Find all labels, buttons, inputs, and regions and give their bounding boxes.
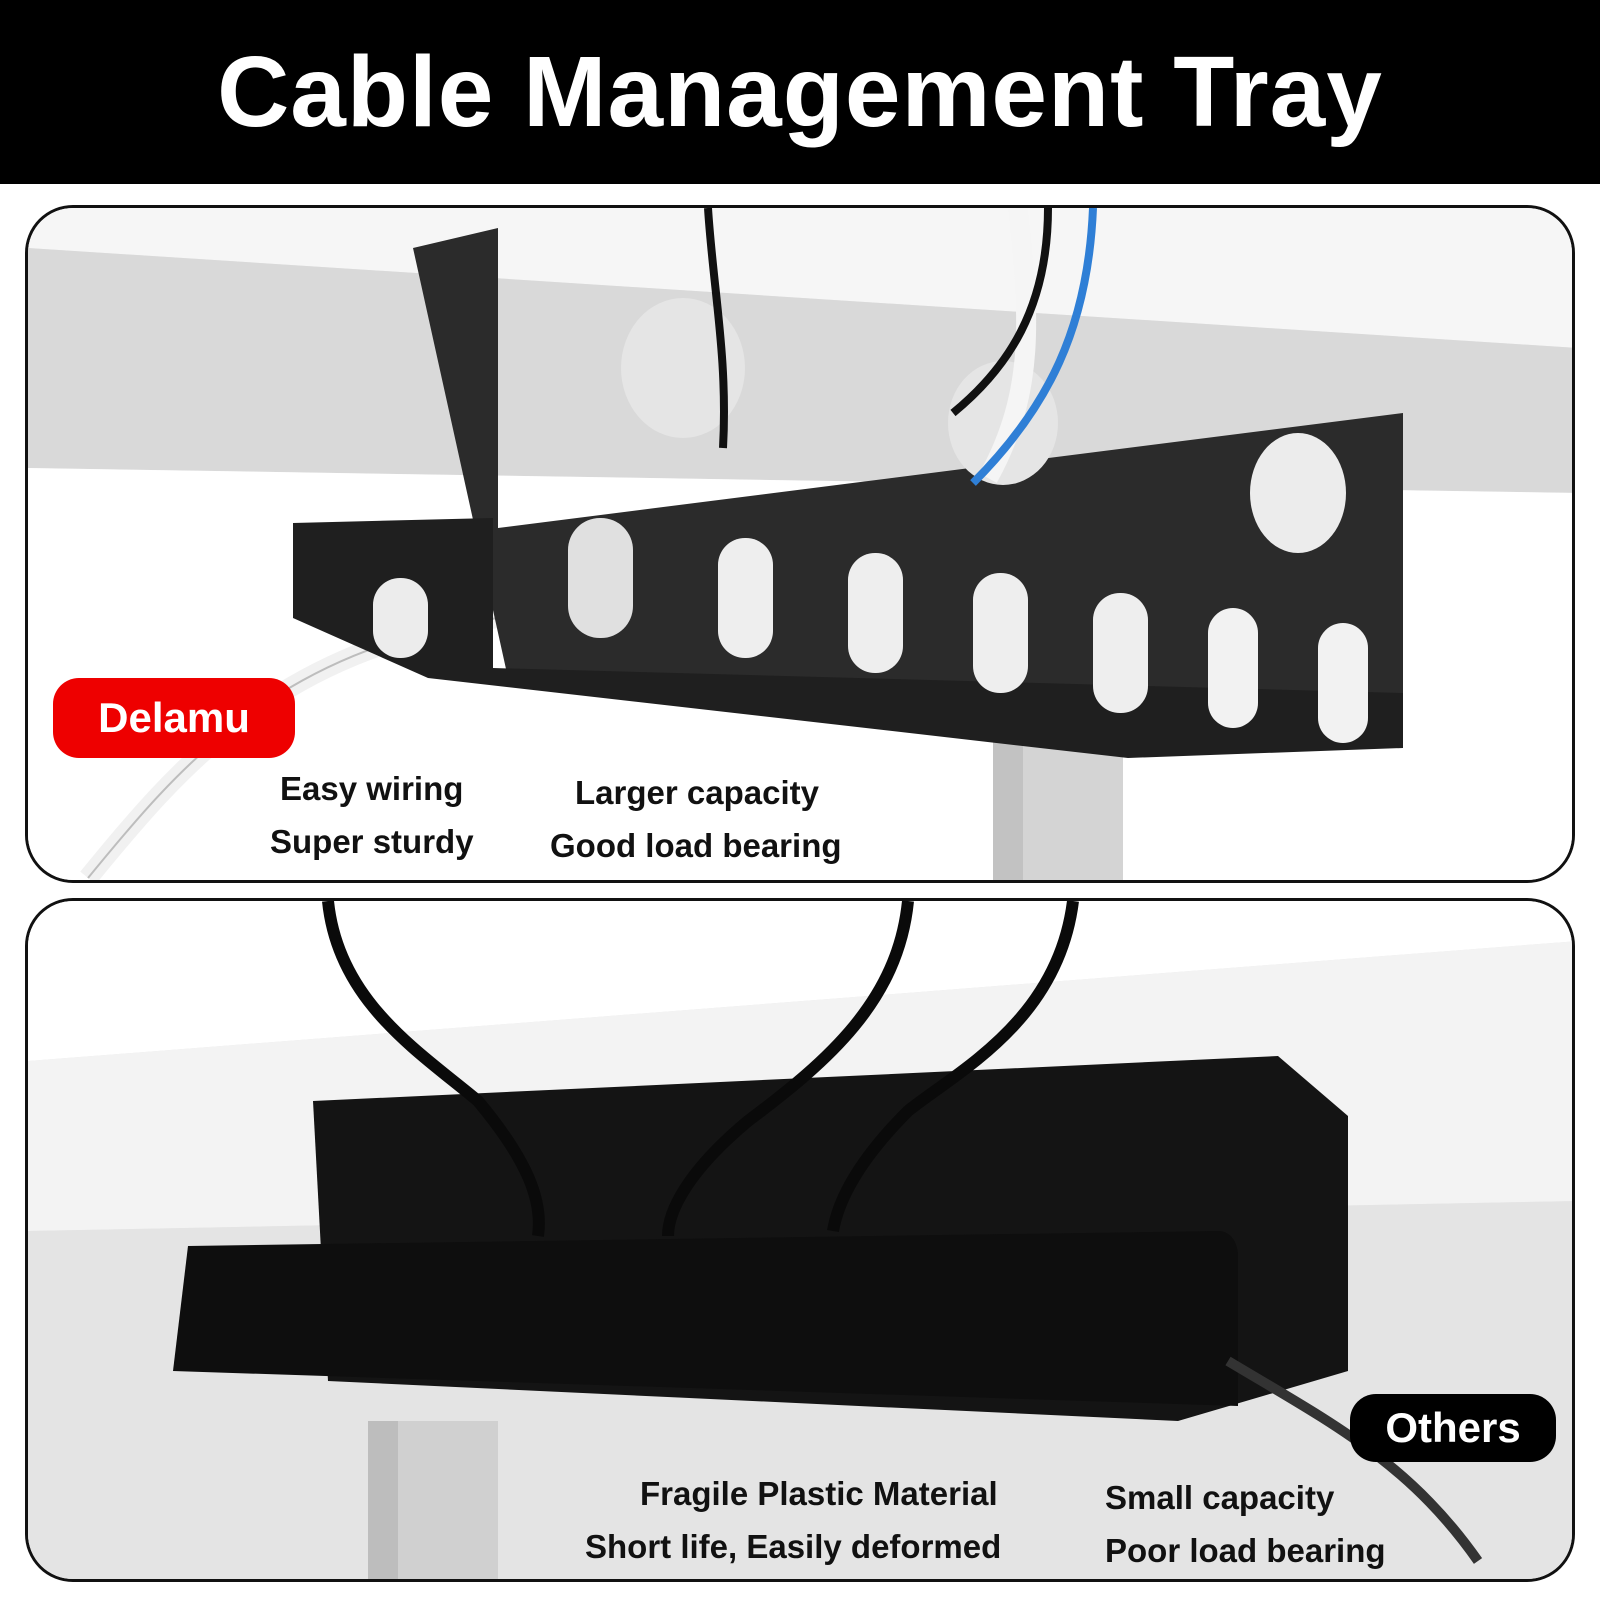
feature-small-capacity: Small capacity xyxy=(1105,1479,1335,1516)
others-product-photo xyxy=(25,898,1575,1582)
feature-good-load-bearing: Good load bearing xyxy=(550,827,842,864)
feature-larger-capacity: Larger capacity xyxy=(575,774,819,811)
feature-poor-load-bearing: Poor load bearing xyxy=(1105,1532,1386,1569)
others-tray-illustration xyxy=(28,901,1572,1579)
page-title: Cable Management Tray xyxy=(217,35,1383,148)
delamu-product-photo xyxy=(25,205,1575,883)
brand-badge: Delamu xyxy=(53,678,295,758)
others-badge: Others xyxy=(1350,1394,1556,1462)
feature-short-life: Short life, Easily deformed xyxy=(585,1528,1002,1565)
title-banner: Cable Management Tray xyxy=(0,0,1600,184)
feature-easy-wiring: Easy wiring xyxy=(280,770,464,807)
delamu-tray-illustration xyxy=(28,208,1572,880)
feature-super-sturdy: Super sturdy xyxy=(270,823,474,860)
feature-fragile-plastic: Fragile Plastic Material xyxy=(640,1475,998,1512)
